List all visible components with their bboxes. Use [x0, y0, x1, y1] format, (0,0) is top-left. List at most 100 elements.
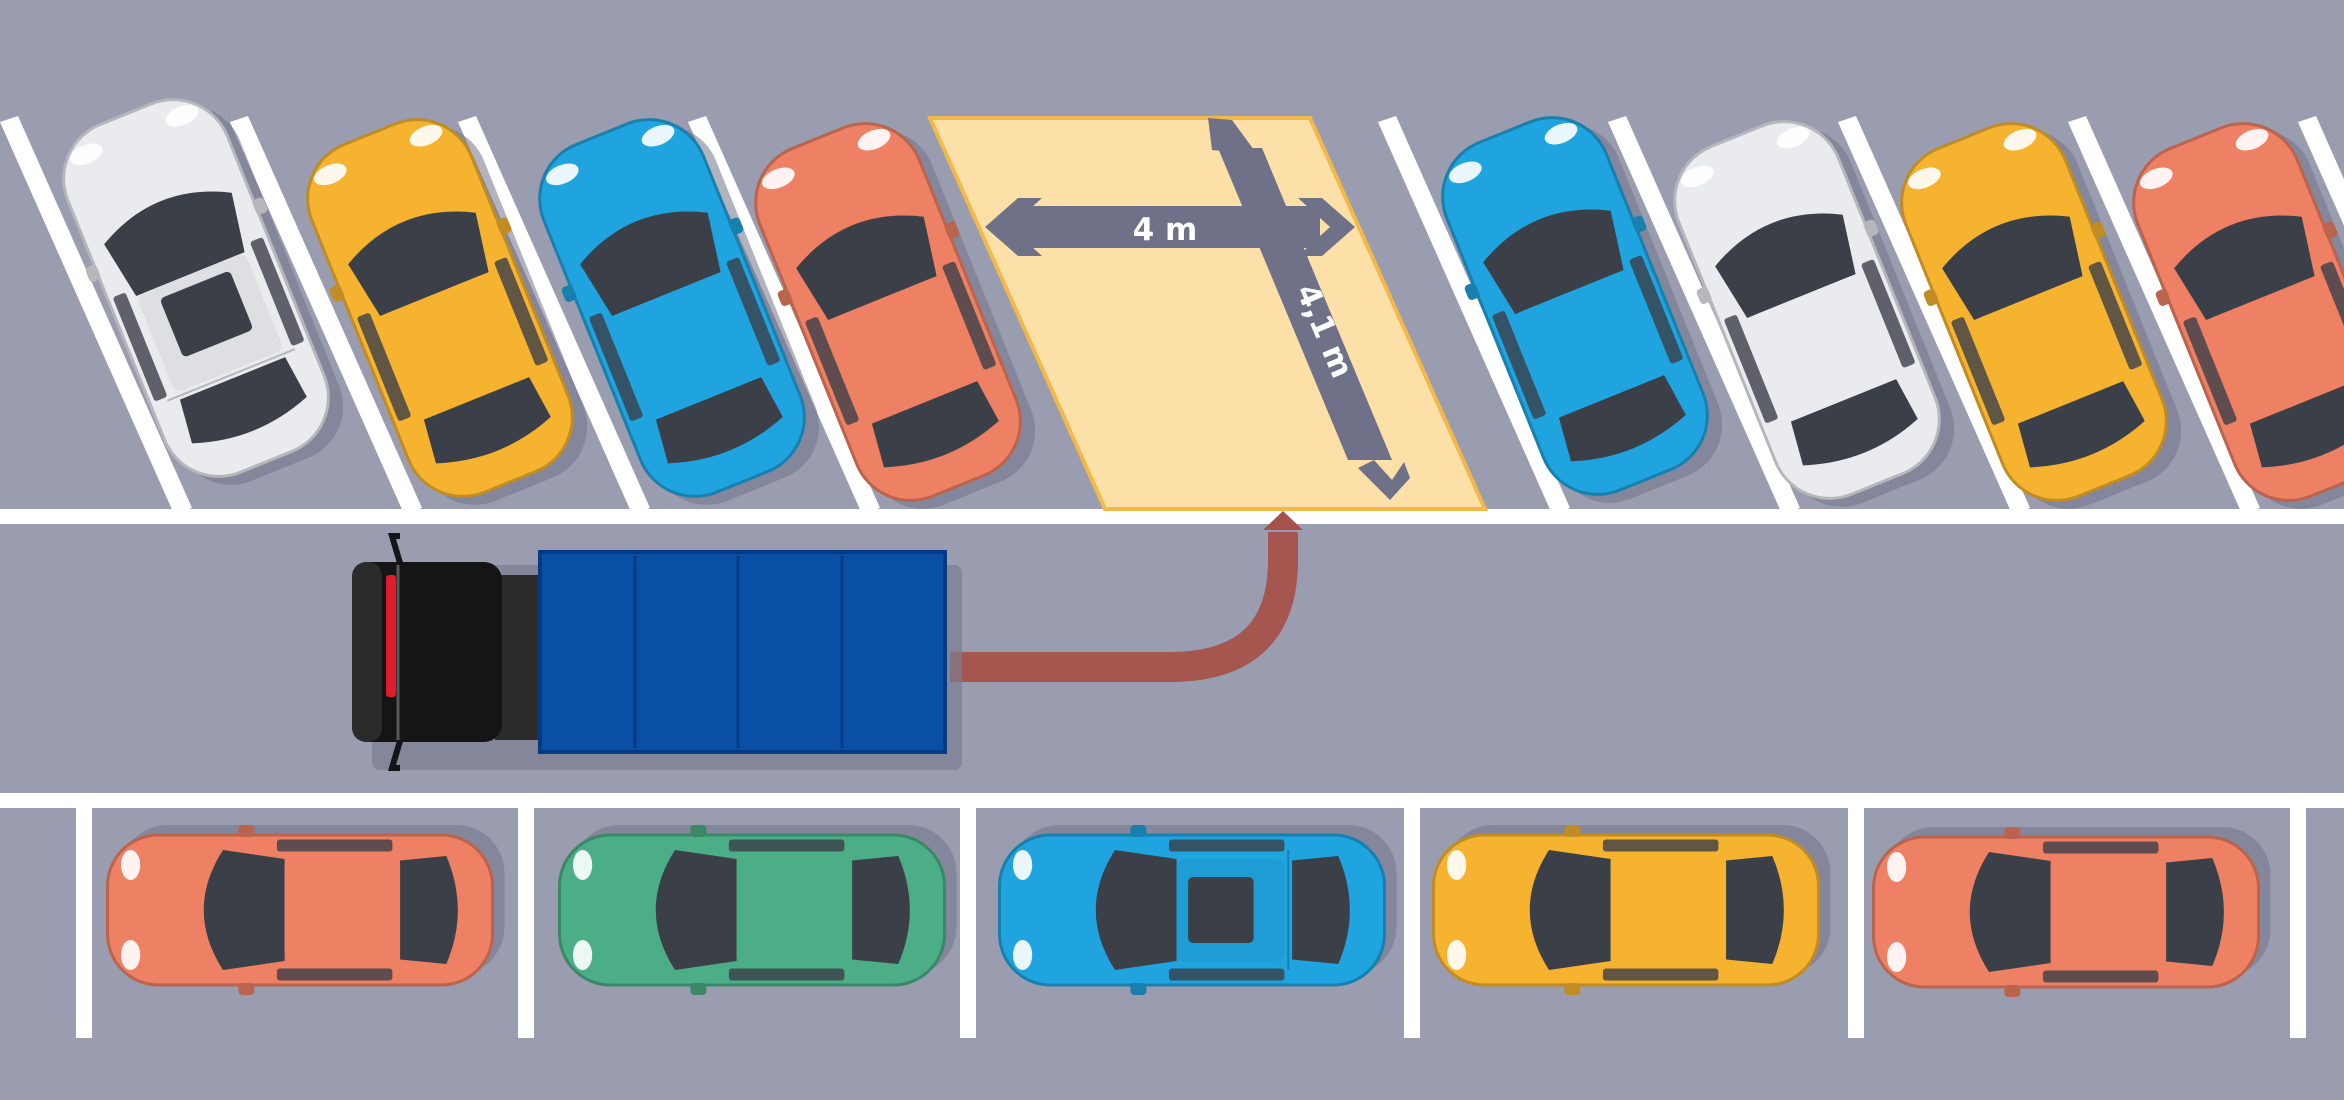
car-headlight: [2140, 167, 2173, 190]
car-headlight: [572, 940, 593, 970]
car-side-window: [805, 317, 859, 425]
car-windshield: [2174, 215, 2315, 320]
car-windshield: [104, 191, 245, 296]
car-headlight: [1012, 850, 1033, 880]
car-side-window: [1168, 968, 1285, 981]
car-hatchback[interactable]: [281, 98, 604, 529]
car-headlight: [1776, 126, 1810, 149]
car-headlight: [1544, 122, 1578, 145]
car-sunroof: [161, 271, 253, 357]
stall-line: [0, 116, 192, 514]
car-side-window: [2320, 261, 2344, 370]
car-rear-window: [1558, 375, 1686, 462]
car-roof: [2050, 861, 2159, 963]
car-mirror: [1631, 215, 1647, 233]
car-headlight: [546, 163, 579, 186]
car-hatchback[interactable]: [513, 98, 836, 529]
car-headlight: [314, 163, 347, 186]
car-mirror: [561, 285, 577, 302]
car-mirror: [1130, 983, 1147, 995]
car-side-window: [357, 313, 411, 421]
car-windshield: [796, 215, 937, 320]
stall-line: [2068, 116, 2260, 514]
stall-line: [1378, 116, 1570, 514]
car-headlight: [1449, 161, 1482, 184]
car-roof: [382, 274, 526, 411]
car-roof: [1976, 278, 2120, 415]
car-mirror: [2004, 985, 2021, 997]
car-roof: [284, 859, 393, 961]
car-rear-window: [871, 381, 999, 468]
car-windshield: [1969, 852, 2051, 972]
bottom-row-boundary-line: [0, 793, 2344, 808]
car-mirror: [238, 825, 255, 837]
stall-line: [1608, 116, 1800, 514]
car-headlight: [2003, 128, 2037, 151]
car-headlight: [409, 124, 443, 147]
car-windshield: [1942, 215, 2083, 320]
car-side-window: [494, 257, 548, 366]
car-side-window: [2088, 261, 2142, 370]
car-headlight: [762, 167, 795, 190]
car-mirror: [1130, 825, 1147, 837]
car-side-window: [728, 839, 845, 852]
car-side-window: [2183, 317, 2237, 425]
car-rear-window: [1790, 379, 1918, 466]
car-sedan[interactable]: [106, 825, 505, 995]
car-sedan[interactable]: [1872, 827, 2271, 997]
car-headlight: [165, 104, 199, 127]
bottom-row-cars: [106, 825, 2271, 997]
stall-line: [1848, 808, 1864, 1038]
car-rear-window: [2166, 858, 2224, 966]
car-windshield: [348, 211, 489, 316]
car-hatchback[interactable]: [1875, 102, 2198, 533]
car-hatchback[interactable]: [1648, 100, 1971, 531]
car-headlight: [1908, 167, 1941, 190]
car-roof: [614, 274, 758, 411]
free-parking-spot[interactable]: 4 m 4,1 m: [926, 116, 1489, 511]
car-rear-window: [423, 377, 551, 464]
car-mirror: [728, 217, 744, 235]
car-rear-window: [2249, 381, 2344, 468]
car-headlight: [572, 850, 593, 880]
car-hatchback[interactable]: [1416, 96, 1739, 527]
car-suv[interactable]: [998, 825, 1397, 995]
car-headlight: [1886, 852, 1907, 882]
car-side-window: [250, 237, 304, 346]
car-side-window: [276, 839, 393, 852]
stall-line: [230, 116, 422, 514]
car-side-window: [589, 313, 643, 421]
stall-line: [1404, 808, 1420, 1038]
car-windshield: [1529, 850, 1611, 970]
car-hatchback[interactable]: [1432, 825, 1831, 995]
car-windshield: [203, 850, 285, 970]
car-mirror: [2004, 827, 2021, 839]
truck[interactable]: [352, 533, 962, 771]
car-rear-window: [655, 377, 783, 464]
car-hatchback[interactable]: [558, 825, 957, 995]
stall-line: [518, 808, 534, 1038]
car-mirror: [690, 983, 707, 995]
car-headlight: [2235, 128, 2269, 151]
car-rear-window: [179, 357, 307, 444]
car-rear-window: [1292, 856, 1350, 964]
car-windshield: [1483, 209, 1624, 314]
parking-route: [950, 511, 1303, 682]
car-suv[interactable]: [37, 78, 360, 509]
car-hatchback[interactable]: [2107, 102, 2344, 533]
car-side-window: [1861, 259, 1915, 368]
car-hatchback[interactable]: [729, 102, 1052, 533]
car-roof: [1517, 272, 1661, 409]
truck-cab-side-trim: [352, 562, 382, 742]
car-side-window: [1629, 255, 1683, 364]
car-rear-window: [400, 856, 458, 964]
car-mirror: [777, 289, 793, 306]
car-headlight: [857, 128, 891, 151]
truck-mirror-right: [387, 740, 403, 771]
car-rear-window: [1726, 856, 1784, 964]
car-side-window: [1602, 968, 1719, 981]
car-side-window: [1602, 839, 1719, 852]
car-side-window: [2042, 841, 2159, 854]
car-mirror: [944, 221, 960, 239]
